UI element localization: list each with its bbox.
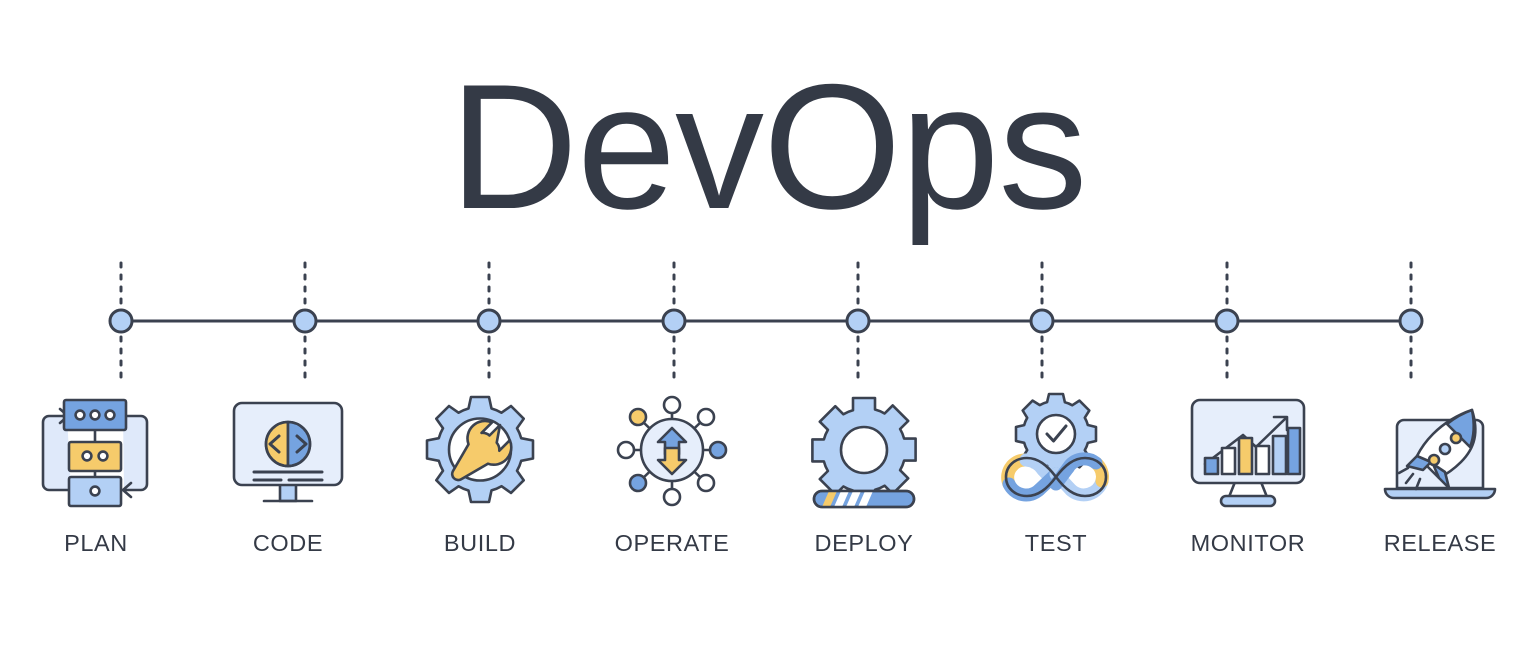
laptop-rocket-icon xyxy=(1383,408,1497,500)
step-label-code: CODE xyxy=(252,530,324,556)
step-label-release: RELEASE xyxy=(1383,530,1497,556)
step-build[interactable]: BUILD xyxy=(384,392,576,592)
gear-wrench-icon xyxy=(425,395,535,504)
timeline-node-dot-7[interactable] xyxy=(1214,308,1240,334)
step-release[interactable]: RELEASE xyxy=(1344,392,1536,592)
timeline-node-dot-4[interactable] xyxy=(661,308,687,334)
timeline-node-4[interactable] xyxy=(661,261,687,381)
timeline-node-dot-5[interactable] xyxy=(845,308,871,334)
timeline-node-6[interactable] xyxy=(1029,261,1055,381)
timeline-node-dot-1[interactable] xyxy=(108,308,134,334)
steps-row: PLAN xyxy=(0,392,1536,592)
step-plan[interactable]: PLAN xyxy=(0,392,192,592)
gear-progress-icon xyxy=(811,396,917,509)
timeline-node-dot-2[interactable] xyxy=(292,308,318,334)
page-title: DevOps xyxy=(449,47,1088,246)
step-label-test: TEST xyxy=(1024,530,1088,556)
monitor-code-icon xyxy=(232,401,344,503)
step-monitor[interactable]: MONITOR xyxy=(1152,392,1344,592)
step-label-plan: PLAN xyxy=(64,530,128,556)
timeline-node-3[interactable] xyxy=(476,261,502,381)
monitor-bar-chart-icon xyxy=(1190,398,1306,508)
step-operate[interactable]: OPERATE xyxy=(576,392,768,592)
timeline-node-7[interactable] xyxy=(1214,261,1240,381)
timeline xyxy=(108,261,1424,381)
timeline-node-1[interactable] xyxy=(108,261,134,381)
timeline-node-dot-8[interactable] xyxy=(1398,308,1424,334)
infinity-gear-check-icon xyxy=(1001,392,1109,502)
step-label-deploy: DEPLOY xyxy=(814,530,914,556)
step-label-monitor: MONITOR xyxy=(1190,530,1306,556)
step-label-build: BUILD xyxy=(443,530,517,556)
timeline-node-5[interactable] xyxy=(845,261,871,381)
step-label-operate: OPERATE xyxy=(614,530,730,556)
timeline-node-2[interactable] xyxy=(292,261,318,381)
plan-cycle-icon xyxy=(41,398,149,508)
timeline-node-8[interactable] xyxy=(1398,261,1424,381)
step-test[interactable]: TEST xyxy=(960,392,1152,592)
step-deploy[interactable]: DEPLOY xyxy=(768,392,960,592)
timeline-node-dot-3[interactable] xyxy=(476,308,502,334)
network-arrows-icon xyxy=(616,395,728,507)
timeline-node-dot-6[interactable] xyxy=(1029,308,1055,334)
step-code[interactable]: CODE xyxy=(192,392,384,592)
